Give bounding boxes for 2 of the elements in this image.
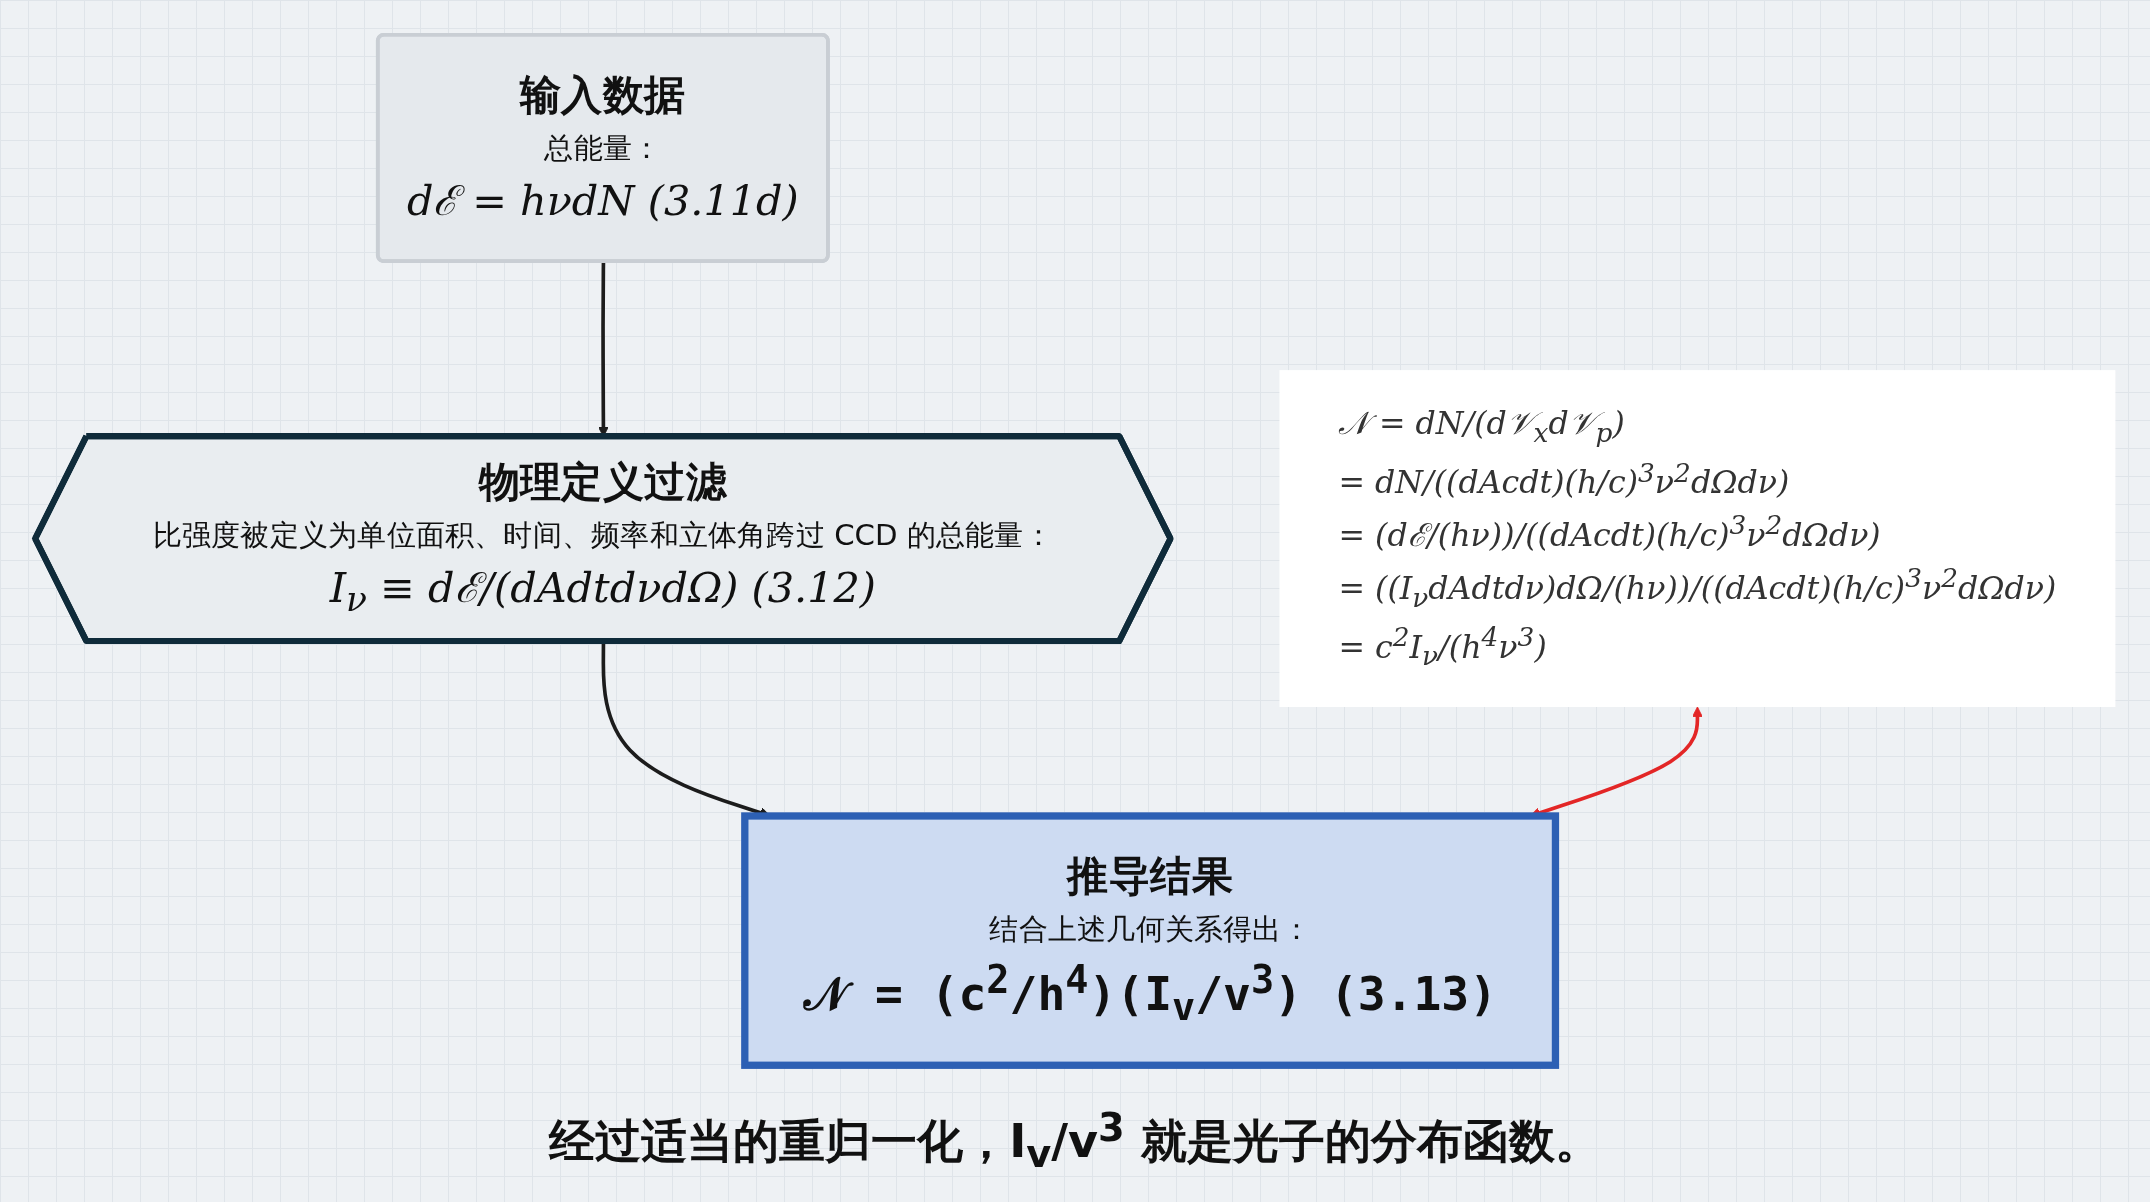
node-box: 𝒩 = dN/(d𝒱$_{x}$d𝒱$_{p}$) = dN/((dAcdt)(h/c)$^{3}$ν$^{2}$dΩdν) = (dℰ/(hν))/((dAcdt)(h/c)$^{3}$ν$^{2}$dΩdν) = ((I$_{ν}$dAdtdν)dΩ/(hν))/((dAcdt)(h/c)$^{3}$ν$^{2}$dΩdν) = c$^{2}$I$_{ν}$/(h$^{4}$ν$^{3}$): [1279, 370, 2116, 707]
node-box: 推导结果 结合上述几何关系得出： 𝒩 = (c$^{2}$/h$^{4}$)(I$_{v}$/v$^{3}$) (3.13): [741, 812, 1560, 1069]
